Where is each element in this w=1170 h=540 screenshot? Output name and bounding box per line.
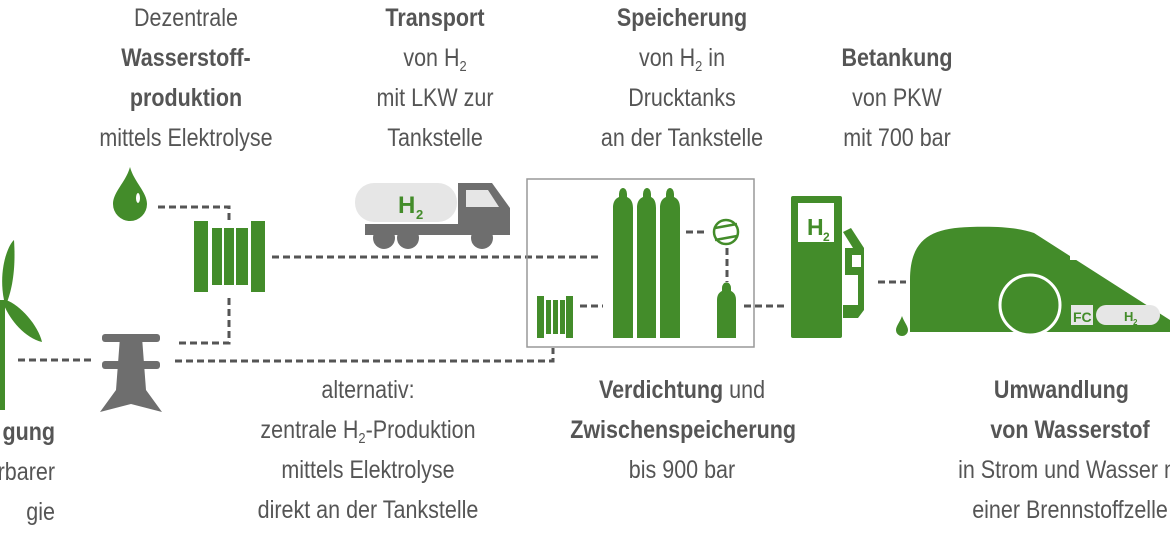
text: und — [723, 376, 766, 404]
text: in — [702, 44, 726, 72]
text-line: Drucktanks — [628, 84, 736, 112]
transport-label: Transport von H2 mit LKW zur Tankstelle — [349, 0, 521, 158]
subscript: 2 — [695, 58, 703, 75]
text: Verdichtung — [598, 376, 724, 404]
text: -Produktion — [365, 416, 476, 444]
small-electrolyzer-icon — [537, 296, 573, 338]
text-line: Dezentrale — [134, 4, 238, 32]
text-line: gie — [26, 498, 55, 526]
text-line: Speicherung — [616, 4, 748, 32]
text: von H — [403, 44, 460, 72]
text-line: Zwischenspeicherung — [570, 416, 797, 444]
text-line: Wasserstoff- — [121, 44, 251, 72]
text-line: an der Tankstelle — [600, 124, 764, 152]
fuel-pump-icon: H 2 — [791, 196, 864, 338]
text-line: mit LKW zur — [376, 84, 494, 112]
compression-label: Verdichtung und Zwischenspeicherung bis … — [570, 370, 797, 490]
text-line: Tankstelle — [387, 124, 483, 152]
storage-label: Speicherung von H2 in Drucktanks an der … — [587, 0, 776, 158]
text-line: rbarer — [0, 458, 55, 486]
text-line: von Wasserstof — [990, 416, 1150, 444]
connector-lines — [18, 205, 906, 363]
text-line: mittels Elektrolyse — [281, 456, 455, 484]
text-line: zentrale H2-Produktion — [248, 410, 489, 450]
alternative-label: alternativ: zentrale H2-Produktion mitte… — [248, 370, 489, 530]
energy-label: gung rbarer gie — [0, 412, 55, 532]
pump-h2-label: H — [807, 214, 824, 240]
text-line: von H2 in — [587, 38, 776, 78]
station-box — [526, 178, 755, 348]
truck-h2-sub: 2 — [416, 207, 423, 222]
text-line: alternativ: — [321, 376, 415, 404]
wind-turbine-icon — [0, 240, 42, 410]
text-line: in Strom und Wasser m — [958, 456, 1170, 484]
car-h2-sub: 2 — [1133, 318, 1138, 327]
production-label: Dezentrale Wasserstoff- produktion mitte… — [83, 0, 289, 158]
gas-cylinder-icon — [613, 188, 736, 338]
fuel-cell-car-icon: FC H 2 — [896, 226, 1170, 337]
text-line: bis 900 bar — [628, 456, 736, 484]
car-fc-label: FC — [1073, 309, 1092, 325]
text-line: Betankung — [841, 44, 953, 72]
refuel-label: Betankung von PKW mit 700 bar — [811, 38, 983, 158]
text-line: mittels Elektrolyse — [99, 124, 273, 152]
truck-icon: H 2 — [355, 183, 510, 249]
power-pylon-icon — [100, 334, 162, 412]
water-drop-icon — [113, 167, 147, 221]
text-line: Verdichtung und — [570, 370, 794, 410]
conversion-label: Umwandlung von Wasserstof in Strom und W… — [941, 370, 1170, 530]
text-line: von H2 — [349, 38, 521, 78]
text-line: einer Brennstoffzelle — [972, 496, 1168, 524]
electrolyzer-icon — [194, 221, 265, 292]
text-line: gung — [2, 418, 55, 446]
text-line: mit 700 bar — [843, 124, 951, 152]
text-line: von PKW — [852, 84, 942, 112]
pump-h2-sub: 2 — [823, 230, 830, 244]
text-line: Umwandlung — [993, 376, 1129, 404]
truck-h2-label: H — [398, 192, 415, 219]
subscript: 2 — [459, 58, 467, 75]
text: zentrale H — [260, 416, 359, 444]
compressor-icon — [712, 218, 740, 246]
subscript: 2 — [358, 430, 366, 447]
text-line: Transport — [385, 4, 485, 32]
car-h2-label: H — [1124, 309, 1133, 324]
text-line: direkt an der Tankstelle — [257, 496, 479, 524]
text: von H — [638, 44, 696, 72]
text-line: produktion — [129, 84, 243, 112]
